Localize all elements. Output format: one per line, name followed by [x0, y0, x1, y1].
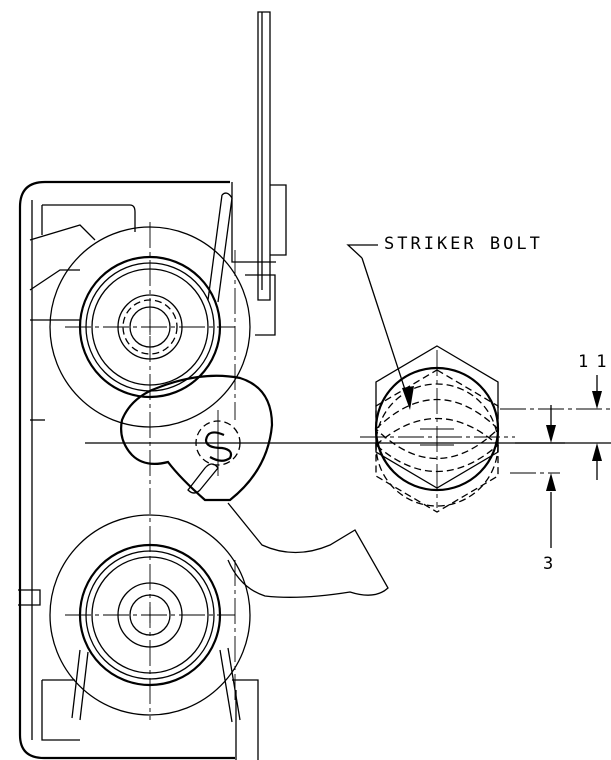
latch-housing: [18, 180, 235, 760]
striker-bolt-leader: [346, 244, 414, 410]
release-lever-arm: [231, 11, 287, 336]
striker-bolt-label: STRIKER BOLT: [384, 234, 543, 254]
latch-centerlines: [65, 222, 565, 720]
dimension-lines: [500, 375, 611, 548]
dimension-label-lower: 3: [543, 554, 557, 574]
roller-springs: [71, 192, 259, 760]
dimension-label-upper: 11: [578, 352, 611, 372]
latch-claw: [120, 374, 389, 598]
striker-bolt: [360, 345, 515, 513]
